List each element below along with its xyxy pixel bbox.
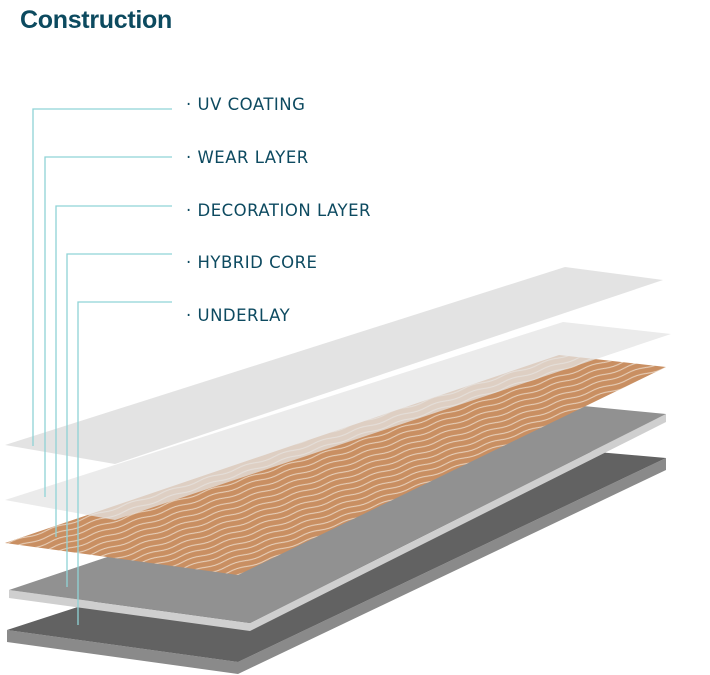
leader-line-decoration-layer — [55, 205, 172, 537]
leader-line-hybrid-core — [66, 253, 172, 587]
page-title: Construction — [20, 6, 172, 34]
label-underlay: · UNDERLAY — [186, 306, 291, 325]
label-wear-layer: · WEAR LAYER — [186, 148, 309, 167]
leader-line-wear-layer — [44, 156, 172, 497]
leader-line-underlay — [77, 301, 172, 625]
leader-line-uv-coating — [32, 108, 172, 446]
decoration-layer — [5, 355, 666, 575]
label-hybrid-core: · HYBRID CORE — [186, 253, 318, 272]
wear-layer — [5, 322, 671, 520]
label-uv-coating: · UV COATING — [186, 95, 306, 114]
label-decoration-layer: · DECORATION LAYER — [186, 201, 371, 220]
uv-coating-layer — [5, 267, 663, 464]
